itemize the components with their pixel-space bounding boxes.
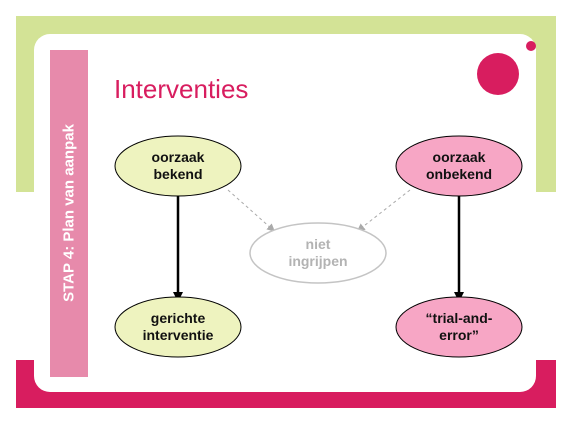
node-trial-and-error-line1: “trial-and- (425, 310, 493, 326)
node-targeted-intervention-line1: gerichte (150, 310, 206, 326)
node-cause-unknown (395, 135, 523, 197)
node-cause-known (114, 135, 242, 197)
node-cause-known-label: oorzaak bekend (118, 149, 238, 183)
node-no-intervention-label: niet ingrijpen (253, 236, 383, 270)
node-cause-unknown-line1: oorzaak (432, 149, 486, 165)
side-label-bar (50, 50, 88, 377)
node-cause-known-line1: oorzaak (151, 149, 205, 165)
node-no-intervention (249, 222, 387, 284)
dashed-arrow-unknown-to-none (356, 189, 411, 232)
node-targeted-intervention (114, 296, 242, 358)
logo-circles-icon (477, 41, 536, 95)
node-cause-unknown-line2: onbekend (425, 166, 493, 182)
node-targeted-intervention-line2: interventie (142, 327, 214, 343)
node-no-intervention-line1: niet (305, 236, 331, 252)
slide-title: Interventies (114, 74, 249, 104)
node-trial-and-error (395, 296, 523, 358)
node-cause-unknown-label: oorzaak onbekend (399, 149, 519, 183)
node-no-intervention-line2: ingrijpen (288, 253, 348, 269)
node-cause-known-line2: bekend (153, 166, 203, 182)
node-targeted-intervention-label: gerichte interventie (118, 310, 238, 344)
dashed-arrow-known-to-none (227, 189, 275, 232)
node-trial-and-error-label: “trial-and- error” (399, 310, 519, 344)
node-trial-and-error-line2: error” (439, 327, 479, 343)
